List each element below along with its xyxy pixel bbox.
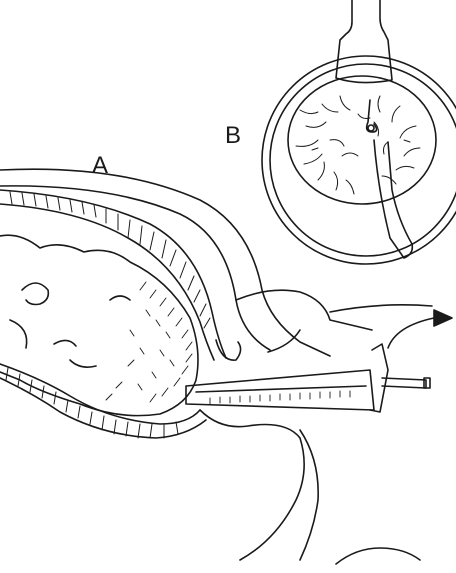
fetal-nose <box>10 320 27 348</box>
fetal-head-outline <box>0 235 198 415</box>
thigh-contour <box>236 290 372 330</box>
inset-inner-ring <box>270 64 456 256</box>
buttock-contour <box>336 548 420 564</box>
panel-label-a: A <box>92 154 108 178</box>
abdominal-wall-outer <box>0 169 330 356</box>
fetal-eye <box>54 340 76 346</box>
scope-inner-rod <box>196 386 366 392</box>
fetal-cheek <box>70 360 96 367</box>
symphysis-contour <box>268 330 300 352</box>
lower-wall-hatching <box>6 368 178 438</box>
thigh-line-right <box>330 305 432 312</box>
uterine-wall-upper-outer <box>0 190 226 358</box>
uterine-wall-hatching <box>10 192 210 328</box>
fetal-hair-hatching <box>106 282 192 402</box>
abdominal-wall-inner <box>0 186 270 350</box>
scope-tube-top <box>336 0 392 83</box>
inset-tissue-hatching <box>296 96 420 194</box>
scope-graduations <box>210 391 350 404</box>
uterine-wall-upper-inner <box>0 204 214 360</box>
section-view-a <box>0 169 452 564</box>
vaginal-wall-posterior <box>200 410 304 560</box>
inset-view-b <box>262 0 456 264</box>
inset-lumen <box>288 76 436 204</box>
panel-label-b: B <box>225 124 241 148</box>
fetal-ear <box>22 283 48 305</box>
scope-body <box>186 370 374 410</box>
direction-arrow-curve <box>388 318 434 348</box>
fetal-brow <box>110 296 130 300</box>
scope-extension-rod <box>382 378 426 388</box>
inset-hook-tip <box>368 125 374 131</box>
direction-arrow-head <box>434 310 452 326</box>
